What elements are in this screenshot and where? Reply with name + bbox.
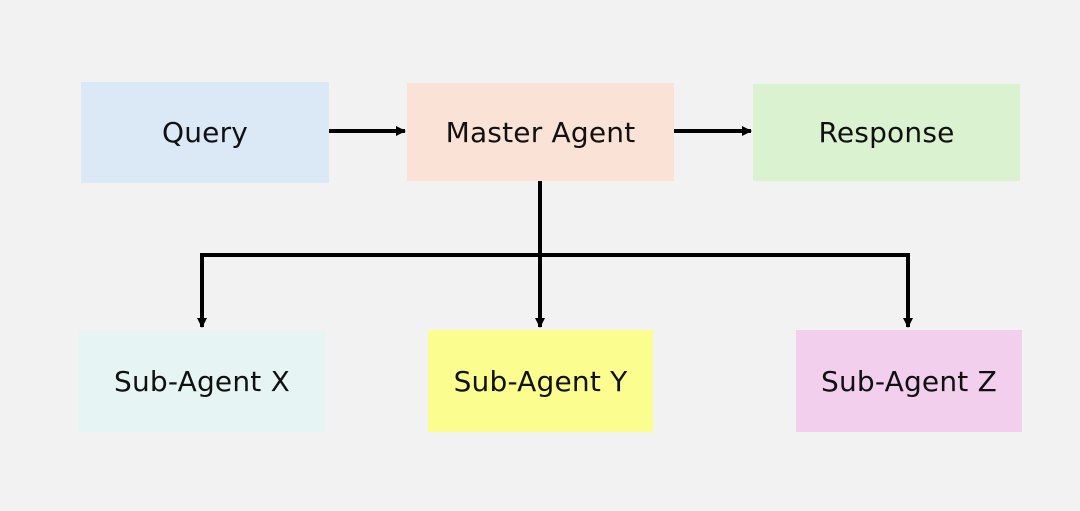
response-node-label: Response xyxy=(818,116,955,149)
sub-agent-x-node-label: Sub-Agent X xyxy=(114,365,290,398)
edge-master-to-sub-x xyxy=(197,253,540,328)
master-agent-node: Master Agent xyxy=(407,83,674,181)
sub-agent-z-node: Sub-Agent Z xyxy=(796,330,1022,432)
query-node-label: Query xyxy=(161,116,249,149)
sub-agent-x-node: Sub-Agent X xyxy=(79,331,325,432)
sub-agent-z-node-label: Sub-Agent Z xyxy=(821,364,997,398)
response-node: Response xyxy=(753,84,1020,181)
master-agent-node-label: Master Agent xyxy=(445,115,636,149)
sub-agent-y-node-label: Sub-Agent Y xyxy=(453,364,628,398)
edge-master-to-sub-z xyxy=(540,253,913,328)
query-node: Query xyxy=(81,82,329,183)
sub-agent-y-node: Sub-Agent Y xyxy=(428,330,653,432)
